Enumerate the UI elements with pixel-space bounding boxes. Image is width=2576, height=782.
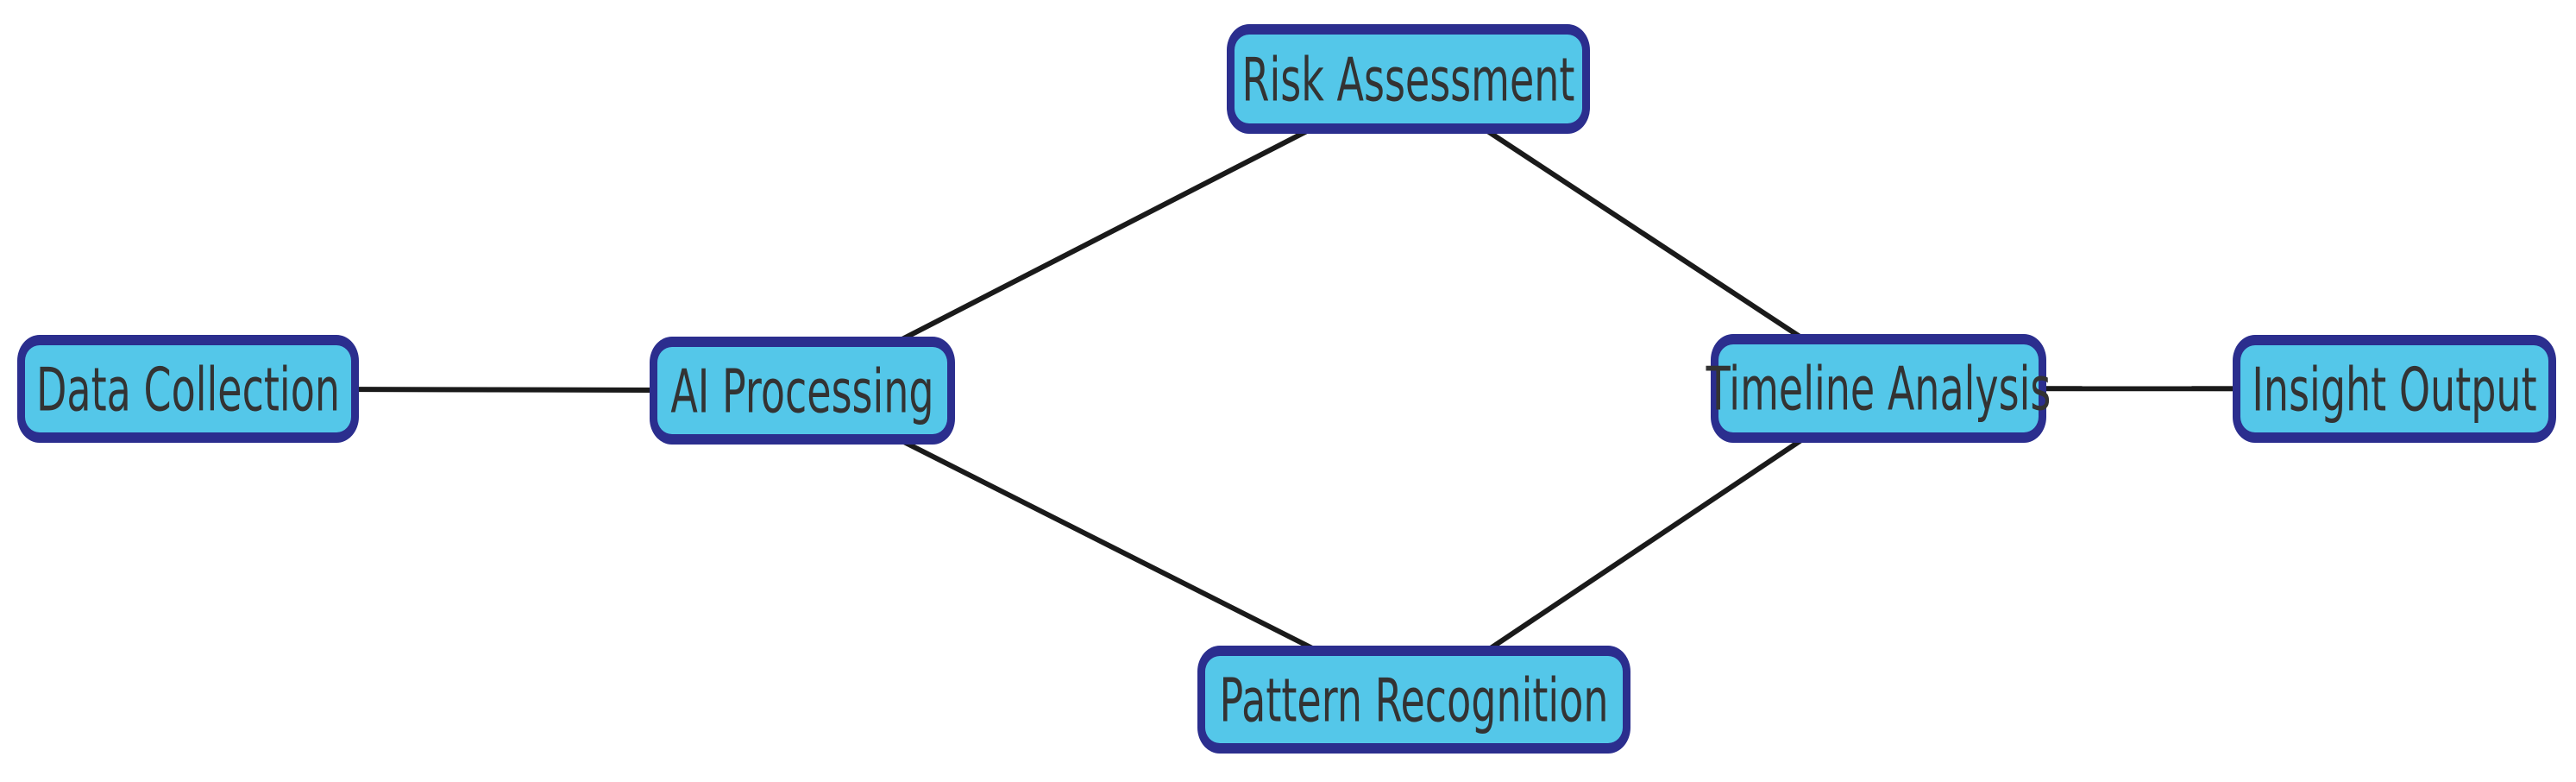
node-timeline-analysis: Timeline Analysis: [1706, 334, 2051, 443]
node-risk-assessment: Risk Assessment: [1227, 24, 1590, 134]
node-label: Data Collection: [36, 353, 340, 425]
node-label: Timeline Analysis: [1706, 352, 2051, 425]
node-label: Risk Assessment: [1241, 43, 1575, 115]
node-label: Insight Output: [2252, 353, 2537, 425]
node-pattern-recognition: Pattern Recognition: [1197, 646, 1630, 754]
node-insight-output: Insight Output: [2233, 335, 2556, 443]
node-ai-processing: AI Processing: [650, 337, 955, 445]
node-data-collection: Data Collection: [17, 335, 359, 443]
node-label: AI Processing: [670, 355, 934, 426]
node-label: Pattern Recognition: [1219, 664, 1609, 735]
